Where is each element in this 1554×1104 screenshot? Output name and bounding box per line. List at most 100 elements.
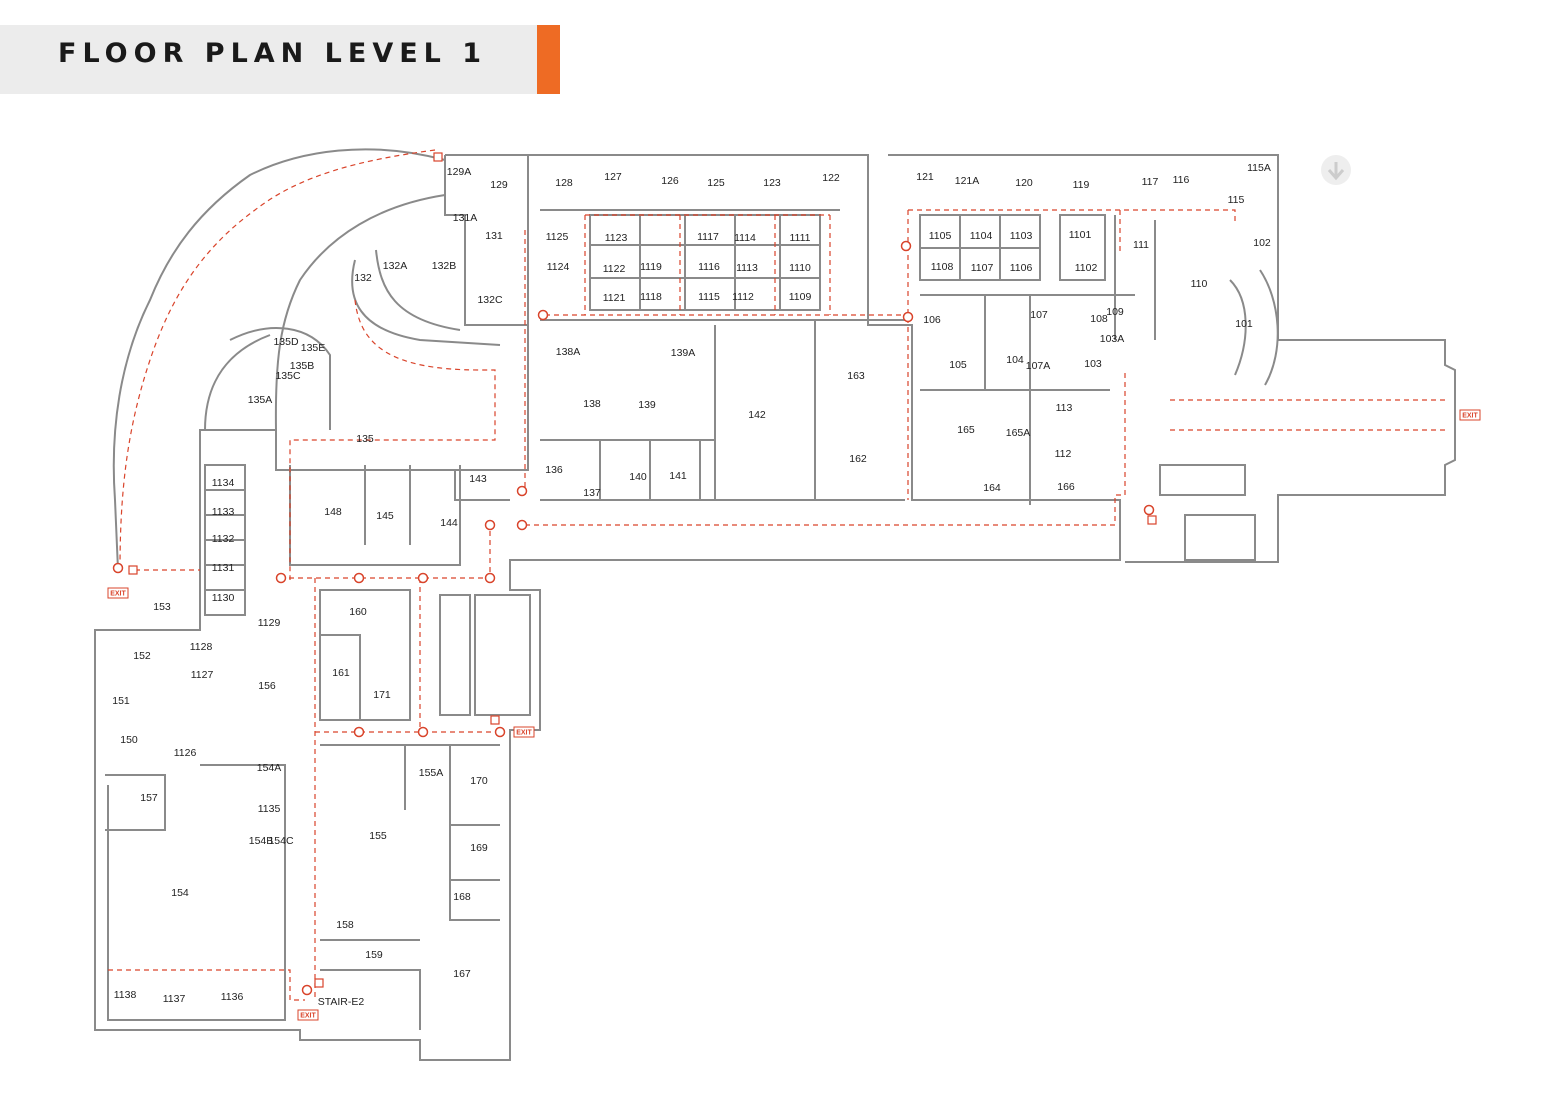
fire-alarm-icon — [484, 572, 496, 584]
room-label-160: 160 — [349, 606, 367, 618]
room-label-1131: 1131 — [212, 562, 235, 574]
room-label-1115: 1115 — [698, 291, 720, 303]
fire-alarm-icon — [417, 726, 429, 738]
room-label-108: 108 — [1090, 313, 1108, 325]
fire-alarm-icon — [1143, 504, 1155, 516]
exit-label: EXIT — [300, 1012, 316, 1019]
room-label-1130: 1130 — [212, 592, 235, 604]
room-label-142: 142 — [748, 409, 766, 421]
room-label-1122: 1122 — [603, 263, 626, 275]
room-label-121a: 121A — [955, 175, 980, 187]
fire-extinguisher-icon — [314, 978, 324, 988]
room-label-132a: 132A — [383, 260, 408, 272]
room-label-129a: 129A — [447, 166, 472, 178]
room-label-1119: 1119 — [640, 261, 662, 273]
room-label-121: 121 — [916, 171, 934, 183]
room-label-1132: 1132 — [212, 533, 235, 545]
room-label-103a: 103A — [1100, 333, 1125, 345]
room-label-1135: 1135 — [258, 803, 281, 815]
room-label-139: 139 — [638, 399, 656, 411]
exit-sign-icon: EXIT — [1459, 409, 1481, 421]
exit-label: EXIT — [1462, 412, 1478, 419]
room-label-1109: 1109 — [789, 291, 812, 303]
exit-sign-icon: EXIT — [513, 726, 535, 738]
room-label-159: 159 — [365, 949, 383, 961]
fire-alarm-icon — [516, 485, 528, 497]
room-label-163: 163 — [847, 370, 865, 382]
room-label-156: 156 — [258, 680, 276, 692]
room-label-120: 120 — [1015, 177, 1033, 189]
room-label-162: 162 — [849, 453, 867, 465]
room-label-154b: 154B — [249, 835, 274, 847]
room-label-161: 161 — [332, 667, 350, 679]
room-label-168: 168 — [453, 891, 471, 903]
room-label-140: 140 — [629, 471, 647, 483]
room-label-1103: 1103 — [1010, 230, 1033, 242]
room-label-155a: 155A — [419, 767, 444, 779]
room-label-154a: 154A — [257, 762, 282, 774]
room-label-1137: 1137 — [163, 993, 186, 1005]
room-label-117: 117 — [1142, 176, 1159, 188]
fire-alarm-icon — [537, 309, 549, 321]
room-label-1138: 1138 — [114, 989, 137, 1001]
room-label-119: 119 — [1073, 179, 1090, 191]
room-label-115a: 115A — [1247, 162, 1271, 174]
room-label-166: 166 — [1057, 481, 1075, 493]
room-label-132b: 132B — [432, 260, 457, 272]
fire-alarm-icon — [900, 240, 912, 252]
room-label-131: 131 — [485, 230, 503, 242]
fire-alarm-icon — [902, 311, 914, 323]
room-label-169: 169 — [470, 842, 488, 854]
room-label-104: 104 — [1006, 354, 1024, 366]
page-title: FLOOR PLAN LEVEL 1 — [58, 38, 488, 69]
room-label-145: 145 — [376, 510, 394, 522]
room-label-1108: 1108 — [931, 261, 954, 273]
room-label-125: 125 — [707, 177, 725, 189]
room-label-148: 148 — [324, 506, 342, 518]
room-label-150: 150 — [120, 734, 138, 746]
room-label-1118: 1118 — [640, 291, 662, 303]
room-label-129: 129 — [490, 179, 508, 191]
fire-alarm-icon — [494, 726, 506, 738]
room-label-105: 105 — [949, 359, 967, 371]
fire-alarm-icon — [484, 519, 496, 531]
exit-sign-icon: EXIT — [297, 1009, 319, 1021]
room-label-131a: 131A — [453, 212, 478, 224]
room-label-155: 155 — [369, 830, 387, 842]
room-label-158: 158 — [336, 919, 354, 931]
room-label-157: 157 — [140, 792, 158, 804]
room-label-128: 128 — [555, 177, 573, 189]
room-label-116: 116 — [1173, 174, 1190, 186]
room-label-1129: 1129 — [258, 617, 281, 629]
room-label-103: 103 — [1084, 358, 1102, 370]
fire-extinguisher-icon — [433, 152, 443, 162]
fire-alarm-icon — [417, 572, 429, 584]
fire-alarm-icon — [112, 562, 124, 574]
room-label-135c: 135C — [275, 370, 301, 382]
room-label-137: 137 — [583, 487, 601, 499]
room-label-1125: 1125 — [546, 231, 569, 243]
room-label-132c: 132C — [477, 294, 503, 306]
fire-extinguisher-icon — [1147, 515, 1157, 525]
room-label-1113: 1113 — [736, 262, 758, 274]
room-label-1112: 1112 — [732, 291, 754, 303]
north-arrow-icon — [1321, 155, 1351, 185]
title-accent-bar — [537, 25, 560, 94]
room-label-107a: 107A — [1026, 360, 1051, 372]
room-label-1106: 1106 — [1010, 262, 1033, 274]
room-label-135: 135 — [356, 433, 374, 445]
room-label-1114: 1114 — [734, 232, 756, 244]
room-label-153: 153 — [153, 601, 171, 613]
fire-alarm-icon — [353, 572, 365, 584]
room-label-1117: 1117 — [697, 231, 719, 243]
room-label-107: 107 — [1030, 309, 1048, 321]
room-label-109: 109 — [1106, 306, 1124, 318]
room-label-151: 151 — [112, 695, 130, 707]
room-label-1105: 1105 — [929, 230, 952, 242]
walls — [94, 148, 1456, 1061]
room-label-1101: 1101 — [1069, 229, 1092, 241]
room-label-154c: 154C — [268, 835, 294, 847]
room-label-127: 127 — [604, 171, 622, 183]
